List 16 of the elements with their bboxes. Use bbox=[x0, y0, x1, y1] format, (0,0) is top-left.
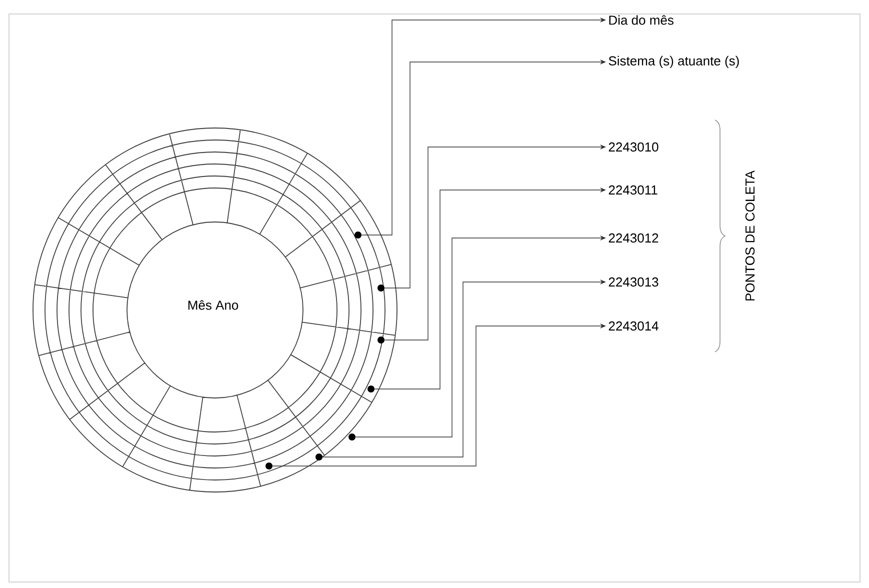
code-label: 2243013 bbox=[608, 277, 658, 287]
group-label: PONTOS DE COLETA bbox=[745, 170, 755, 300]
code-label: Dia do mês bbox=[609, 15, 674, 25]
code-label: 2243010 bbox=[608, 142, 658, 152]
point-dot bbox=[378, 336, 384, 344]
point-dot bbox=[316, 454, 322, 460]
point-dot bbox=[378, 284, 384, 292]
code-label: 2243012 bbox=[608, 233, 658, 243]
code-label: 2243011 bbox=[608, 185, 658, 195]
point-dot bbox=[368, 386, 374, 392]
point-dot bbox=[348, 434, 356, 440]
center-label: Mês Ano bbox=[188, 300, 238, 310]
code-label: 2243014 bbox=[608, 321, 658, 331]
point-dot bbox=[354, 232, 362, 238]
code-label: Sistema (s) atuante (s) bbox=[608, 56, 739, 68]
point-dot bbox=[266, 462, 272, 470]
